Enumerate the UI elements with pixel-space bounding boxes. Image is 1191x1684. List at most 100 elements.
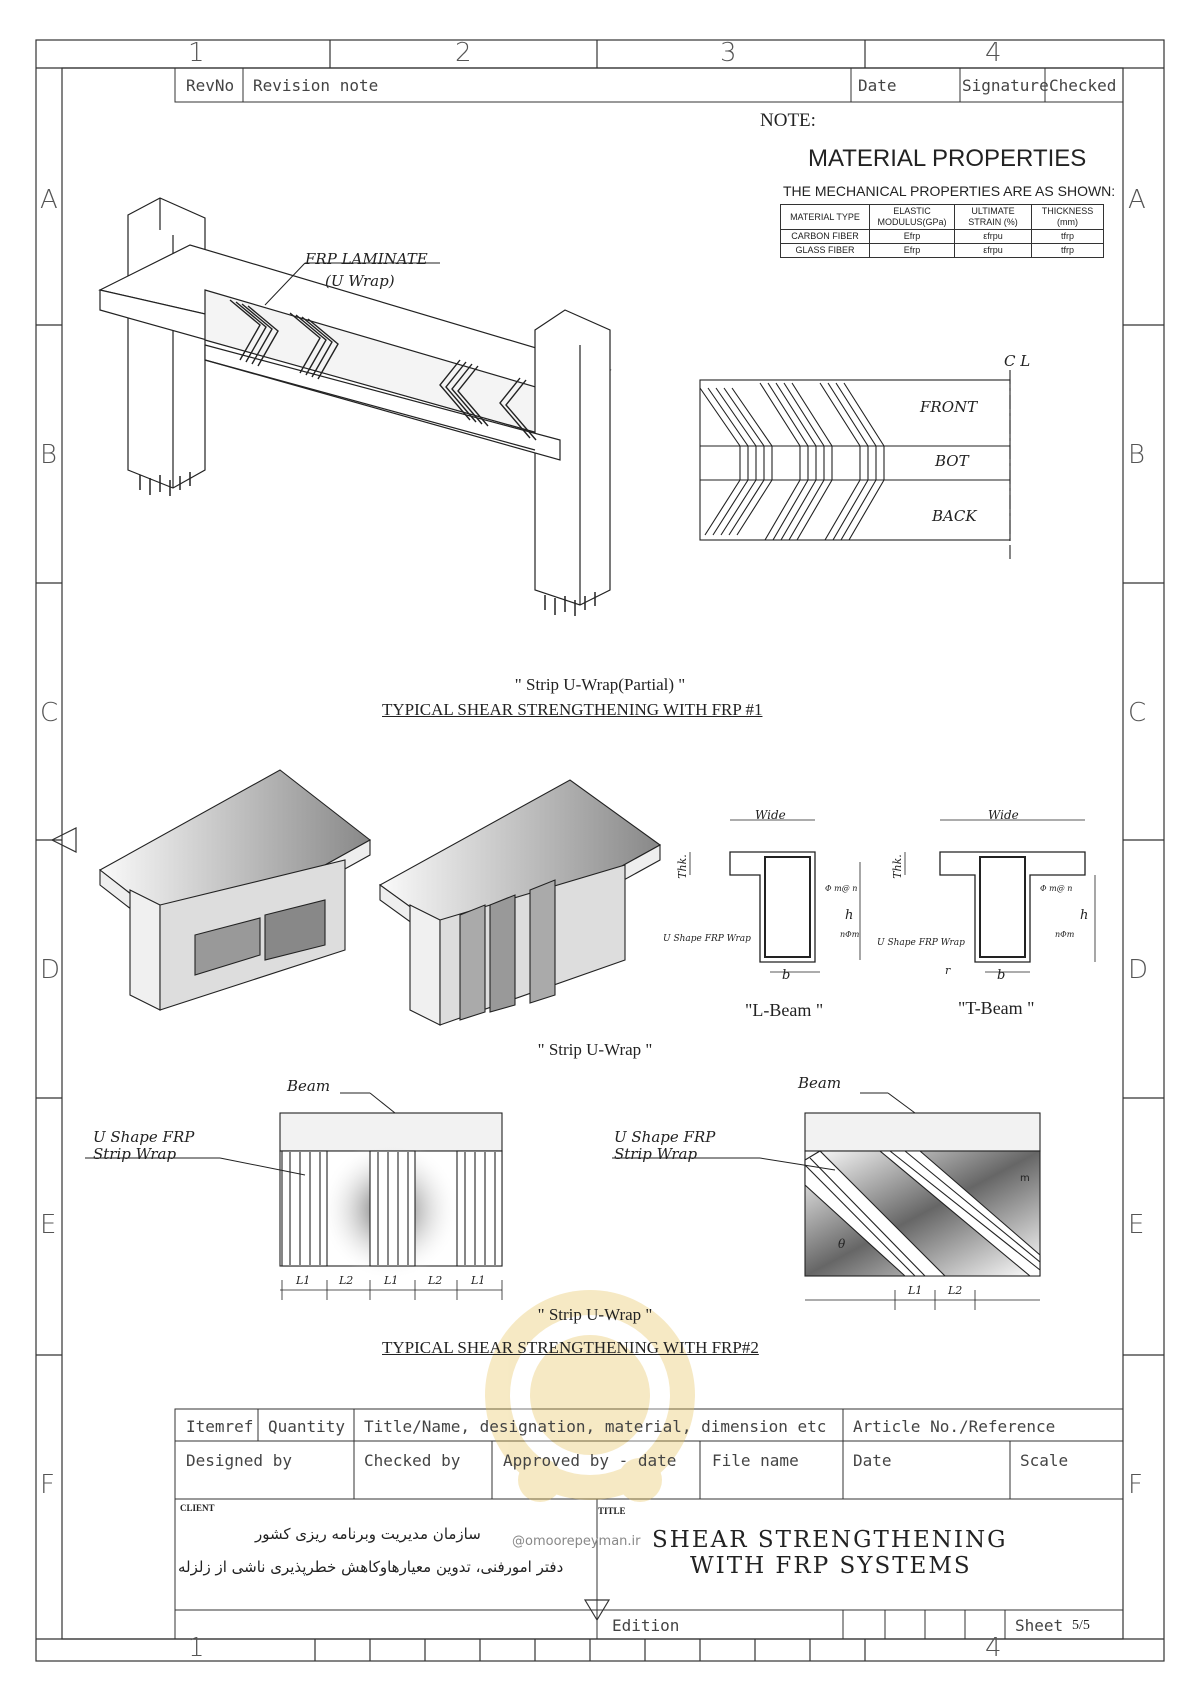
l-beam-bar1-label: Φ m@ n [825,884,858,893]
beam-label-left: Beam [287,1077,331,1095]
client-line-2: دفتر امورفنی، تدوین معیارهاوکاهش خطرپذیر… [178,1558,564,1576]
beam-elevation-vertical [279,1112,503,1300]
grid-row-c-right: C [1128,698,1147,728]
material-properties-title: MATERIAL PROPERTIES [808,145,1087,172]
client-line-1: سازمان مدیریت وبرنامه ریزی کشور [255,1525,481,1543]
u-shape-label-left-2: Strip Wrap [93,1145,177,1163]
revision-header-grid [174,67,1124,103]
grid-col-4: 4 [985,38,1002,68]
u-shape-label-right-1: U Shape FRP [614,1128,716,1146]
l-beam-b-label: b [782,968,791,983]
grid-row-b: B [40,440,58,470]
t-beam-thk-label: Thk. [890,854,904,879]
table-cell: Efrp [869,229,955,244]
t-beam-bar2-label: nΦm [1055,930,1075,939]
laminate-leader [264,262,306,306]
m-label: m [1020,1173,1030,1184]
dim-l2-right: L2 [948,1284,963,1297]
frame-isometric-drawing [98,197,612,606]
watermark-text: @omoorepeyman.ir [512,1534,641,1549]
t-beam-h-label: h [1080,908,1089,923]
table-cell: tfrp [1031,229,1104,244]
table-header-row: MATERIAL TYPE ELASTIC MODULUS(GPa) ULTIM… [780,204,1104,230]
t-beam-bar1-label: Φ m@ n [1040,884,1073,893]
sheet-value: 5/5 [1072,1618,1090,1633]
grid-row-a: A [40,185,58,215]
slab-isometric-2 [378,779,662,1026]
frp-laminate-strips [229,299,537,441]
sheet-label: Sheet [1015,1616,1064,1635]
beam-label-right: Beam [798,1074,842,1092]
note-label: NOTE: [760,110,816,131]
grid-col-4-bottom: 4 [985,1633,1002,1663]
grid-row-e-right: E [1128,1210,1145,1240]
title-name-label: Title/Name, designation, material, dimen… [364,1417,827,1436]
development-frp-strips [699,382,885,541]
grid-row-b-right: B [1128,440,1146,470]
l-beam-caption: "L-Beam " [745,1000,824,1020]
figure1-title: TYPICAL SHEAR STRENGTHENING WITH FRP #1 [382,700,763,719]
figure3-caption: " Strip U-Wrap " [537,1305,653,1324]
l-beam-u-shape-label: U Shape FRP Wrap [663,934,751,944]
file-name-label: File name [712,1451,799,1470]
table-row: CARBON FIBER Efrp εfrpu tfrp [780,229,1104,244]
grid-col-1: 1 [188,38,205,68]
l-beam-bar2-label: nΦm [840,930,860,939]
table-cell: tfrp [1031,243,1104,258]
material-properties-subtitle: THE MECHANICAL PROPERTIES ARE AS SHOWN: [783,183,1116,199]
revision-note-header: Revision note [253,76,379,95]
t-beam-caption: "T-Beam " [958,998,1035,1018]
t-beam-wide-label: Wide [988,808,1019,822]
u-wrap-label: (U Wrap) [325,272,395,290]
grid-row-c: C [40,698,59,728]
grid-row-e: E [40,1210,57,1240]
theta-label: θ [838,1237,846,1251]
date-header: Date [858,76,897,95]
checked-by-label: Checked by [364,1451,461,1470]
dim-l2-b: L2 [428,1274,443,1287]
date-label: Date [853,1451,892,1470]
l-beam-h-label: h [845,908,854,923]
grid-row-f: F [40,1470,55,1500]
table-cell: Efrp [869,243,955,258]
itemref-label: Itemref [186,1417,254,1436]
watermark-logo [485,1290,695,1502]
centerline-label: C L [1004,352,1031,370]
grid-row-d: D [40,955,61,985]
drawing-title-line-1: SHEAR STRENGTHENING [652,1527,1008,1553]
material-properties-table: MATERIAL TYPE ELASTIC MODULUS(GPa) ULTIM… [780,204,1104,258]
front-label: FRONT [920,398,978,416]
l-beam-thk-label: Thk. [675,854,689,879]
scale-label: Scale [1020,1451,1069,1470]
dim-l1-right: L1 [908,1284,923,1297]
checked-header: Checked [1049,76,1117,95]
t-beam-b-label: b [997,968,1006,983]
figure3-title: TYPICAL SHEAR STRENGTHENING WITH FRP#2 [382,1338,759,1357]
revno-header: RevNo [186,76,235,95]
table-header: THICKNESS (mm) [1031,204,1104,230]
beam-development-view [699,370,1011,560]
article-label: Article No./Reference [853,1417,1056,1436]
dim-l1-a: L1 [296,1274,311,1287]
bot-label: BOT [935,452,969,470]
figure3-leaders [85,1092,916,1176]
title-label: TITLE [598,1506,626,1516]
dim-l2-a: L2 [339,1274,354,1287]
grid-col-3: 3 [720,38,737,68]
t-beam-u-shape-label: U Shape FRP Wrap [877,938,965,948]
grid-row-a-right: A [1128,185,1146,215]
figure2-caption: " Strip U-Wrap " [537,1040,653,1059]
table-header: ULTIMATE STRAIN (%) [954,204,1032,230]
frp-laminate-label: FRP LAMINATE [305,250,428,268]
figure1-caption: " Strip U-Wrap(Partial) " [514,675,686,694]
grid-col-2: 2 [455,38,472,68]
l-beam-section [689,819,861,973]
table-cell: CARBON FIBER [780,229,870,244]
back-label: BACK [932,507,977,525]
grid-col-1-bottom: 1 [188,1633,205,1663]
table-cell: εfrpu [954,229,1032,244]
t-beam-section [904,819,1096,973]
signature-header: Signature [962,76,1049,95]
dim-l1-b: L1 [384,1274,399,1287]
